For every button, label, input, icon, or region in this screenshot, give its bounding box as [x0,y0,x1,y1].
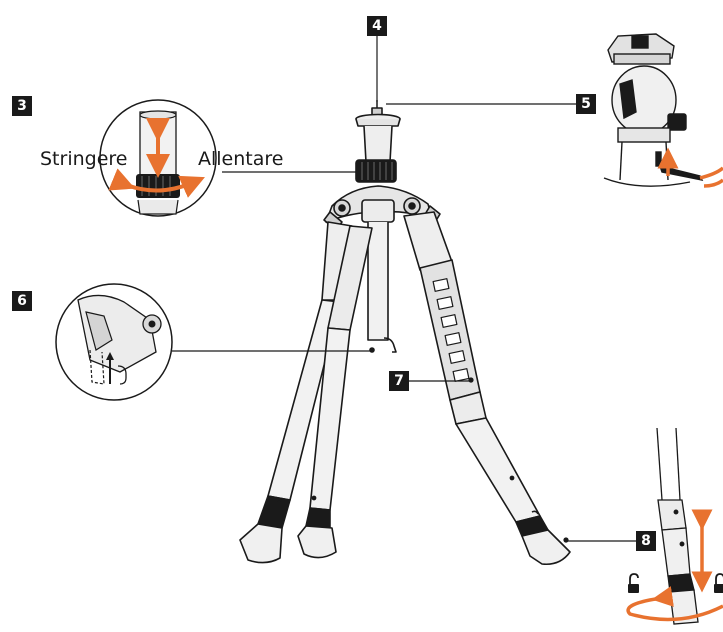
detail-3-collar [99,99,217,217]
callout-3: 3 [12,96,32,116]
detail-6-hook [55,283,173,401]
tripod-main [239,100,571,566]
callout-4: 4 [367,16,387,36]
hex-key-icon [658,165,704,181]
detail-8-leg-lock [626,427,723,625]
mounting-plate [355,100,401,163]
rear-leg [297,225,373,559]
leader-lines [172,36,636,542]
arrow-rotate [108,168,205,198]
lock-closed-icon [714,573,723,593]
grip-ribs [432,278,470,382]
right-leg [403,211,571,566]
callout-8: 8 [636,531,656,551]
label-loosen: Allentare [198,148,284,170]
detail-5-ballhead [598,20,723,192]
callout-5: 5 [576,94,596,114]
lock-open-icon [628,573,639,593]
callout-7: 7 [389,371,409,391]
label-tighten: Stringere [40,148,128,170]
column-lock-collar [355,159,397,183]
callout-6: 6 [12,291,32,311]
arrow-twist [626,586,723,622]
center-column [367,222,389,341]
